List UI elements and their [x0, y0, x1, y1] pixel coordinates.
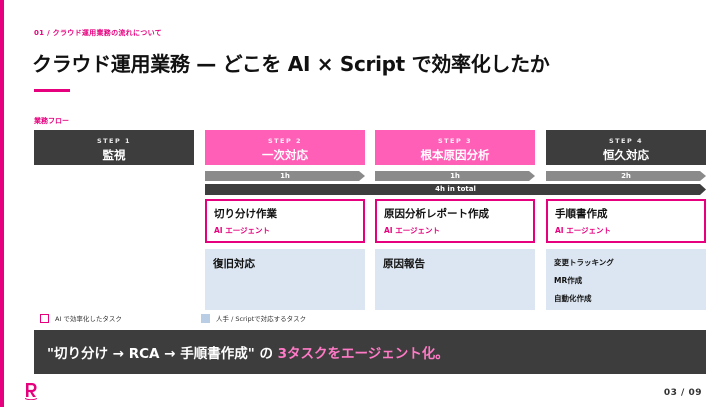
human-task-box-step-4: 変更トラッキング MR作成 自動化作成	[546, 249, 706, 310]
legend-human: 人手 / Scriptで対応するタスク	[201, 313, 306, 323]
legend-human-swatch	[201, 313, 210, 323]
accent-side-bar	[0, 0, 4, 407]
step-number: STEP 2	[267, 137, 303, 145]
step-number: STEP 4	[608, 137, 644, 145]
human-task-box-step-3: 原因報告	[375, 249, 535, 310]
task-name: 手順書作成	[555, 208, 608, 220]
ai-agent-tag: AI エージェント	[214, 226, 271, 235]
step-name: 監視	[102, 148, 126, 162]
summary-banner: "切り分け → RCA → 手順書作成" の 3タスクをエージェント化。	[34, 330, 706, 374]
ai-task-box-step-2: 切り分け作業 AI エージェント	[205, 199, 365, 243]
rakuten-r-logo-icon	[25, 383, 37, 400]
legend-ai-swatch	[40, 313, 49, 323]
section-label: 業務フロー	[34, 117, 69, 125]
step-name: 恒久対応	[603, 148, 649, 162]
total-duration-arrow: 4h in total	[205, 184, 706, 195]
task-name: 復旧対応	[213, 258, 255, 270]
ai-task-box-step-4: 手順書作成 AI エージェント	[546, 199, 706, 243]
task-name: 切り分け作業	[214, 208, 277, 220]
breadcrumb: 01 / クラウド運用業務の流れについて	[34, 29, 162, 37]
ai-task-box-step-3: 原因分析レポート作成 AI エージェント	[375, 199, 535, 243]
task-item: 自動化作成	[554, 294, 592, 303]
banner-highlight: 3タスクをエージェント化。	[277, 346, 449, 362]
legend-ai-label: AI で効率化したタスク	[55, 315, 122, 323]
step-3-header: STEP 3 根本原因分析	[375, 130, 535, 165]
legend-human-label: 人手 / Scriptで対応するタスク	[216, 315, 307, 323]
task-item: MR作成	[554, 276, 583, 285]
duration-arrow-step-2: 1h	[205, 171, 365, 181]
task-list: 変更トラッキング MR作成 自動化作成	[554, 257, 698, 304]
human-task-box-step-2: 復旧対応	[205, 249, 365, 310]
duration-arrow-step-4: 2h	[546, 171, 706, 181]
step-number: STEP 3	[437, 137, 473, 145]
page-number: 03 / 09	[663, 388, 702, 398]
page-title: クラウド運用業務 — どこを AI × Script で効率化したか	[32, 52, 550, 76]
ai-agent-tag: AI エージェント	[384, 226, 441, 235]
step-4-header: STEP 4 恒久対応	[546, 130, 706, 165]
step-2-header: STEP 2 一次対応	[205, 130, 365, 165]
title-underline	[34, 89, 70, 92]
task-name: 原因分析レポート作成	[384, 208, 489, 220]
step-name: 一次対応	[262, 148, 308, 162]
step-number: STEP 1	[96, 137, 132, 145]
task-name: 原因報告	[383, 258, 425, 270]
step-1-header: STEP 1 監視	[34, 130, 194, 165]
duration-arrow-step-3: 1h	[375, 171, 535, 181]
step-name: 根本原因分析	[420, 148, 490, 162]
ai-agent-tag: AI エージェント	[555, 226, 612, 235]
legend-ai: AI で効率化したタスク	[40, 313, 122, 323]
banner-prefix: "切り分け → RCA → 手順書作成" の	[47, 346, 278, 362]
task-item: 変更トラッキング	[554, 258, 614, 267]
